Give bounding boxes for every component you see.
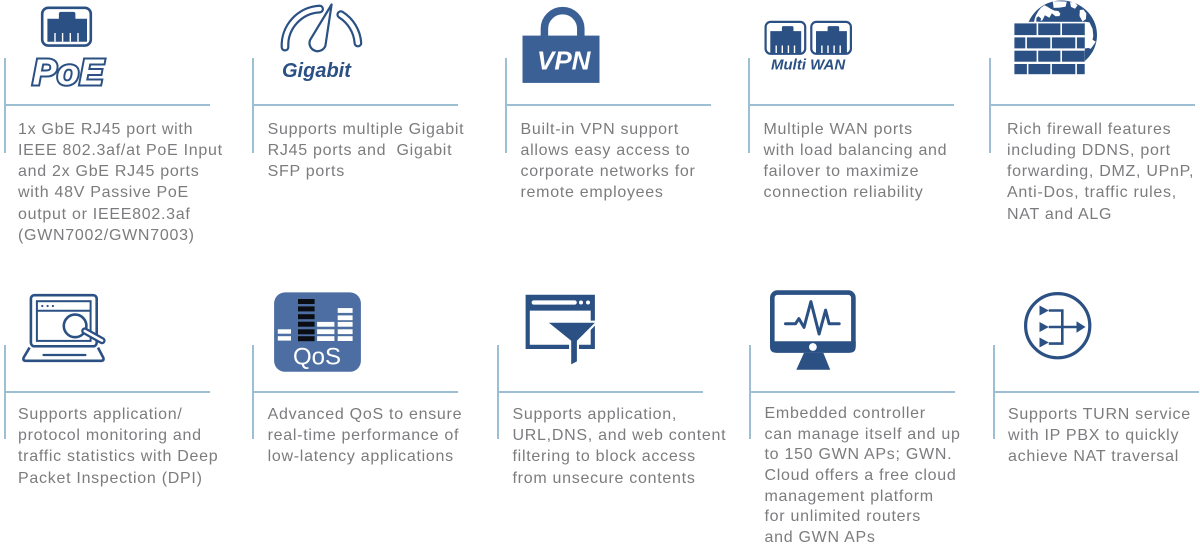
svg-text:Multi WAN: Multi WAN — [771, 57, 846, 74]
svg-text:Gigabit: Gigabit — [282, 60, 352, 82]
svg-text:PoE: PoE — [33, 52, 105, 93]
svg-text:QoS: QoS — [293, 344, 341, 371]
svg-text:VPN: VPN — [537, 46, 592, 76]
